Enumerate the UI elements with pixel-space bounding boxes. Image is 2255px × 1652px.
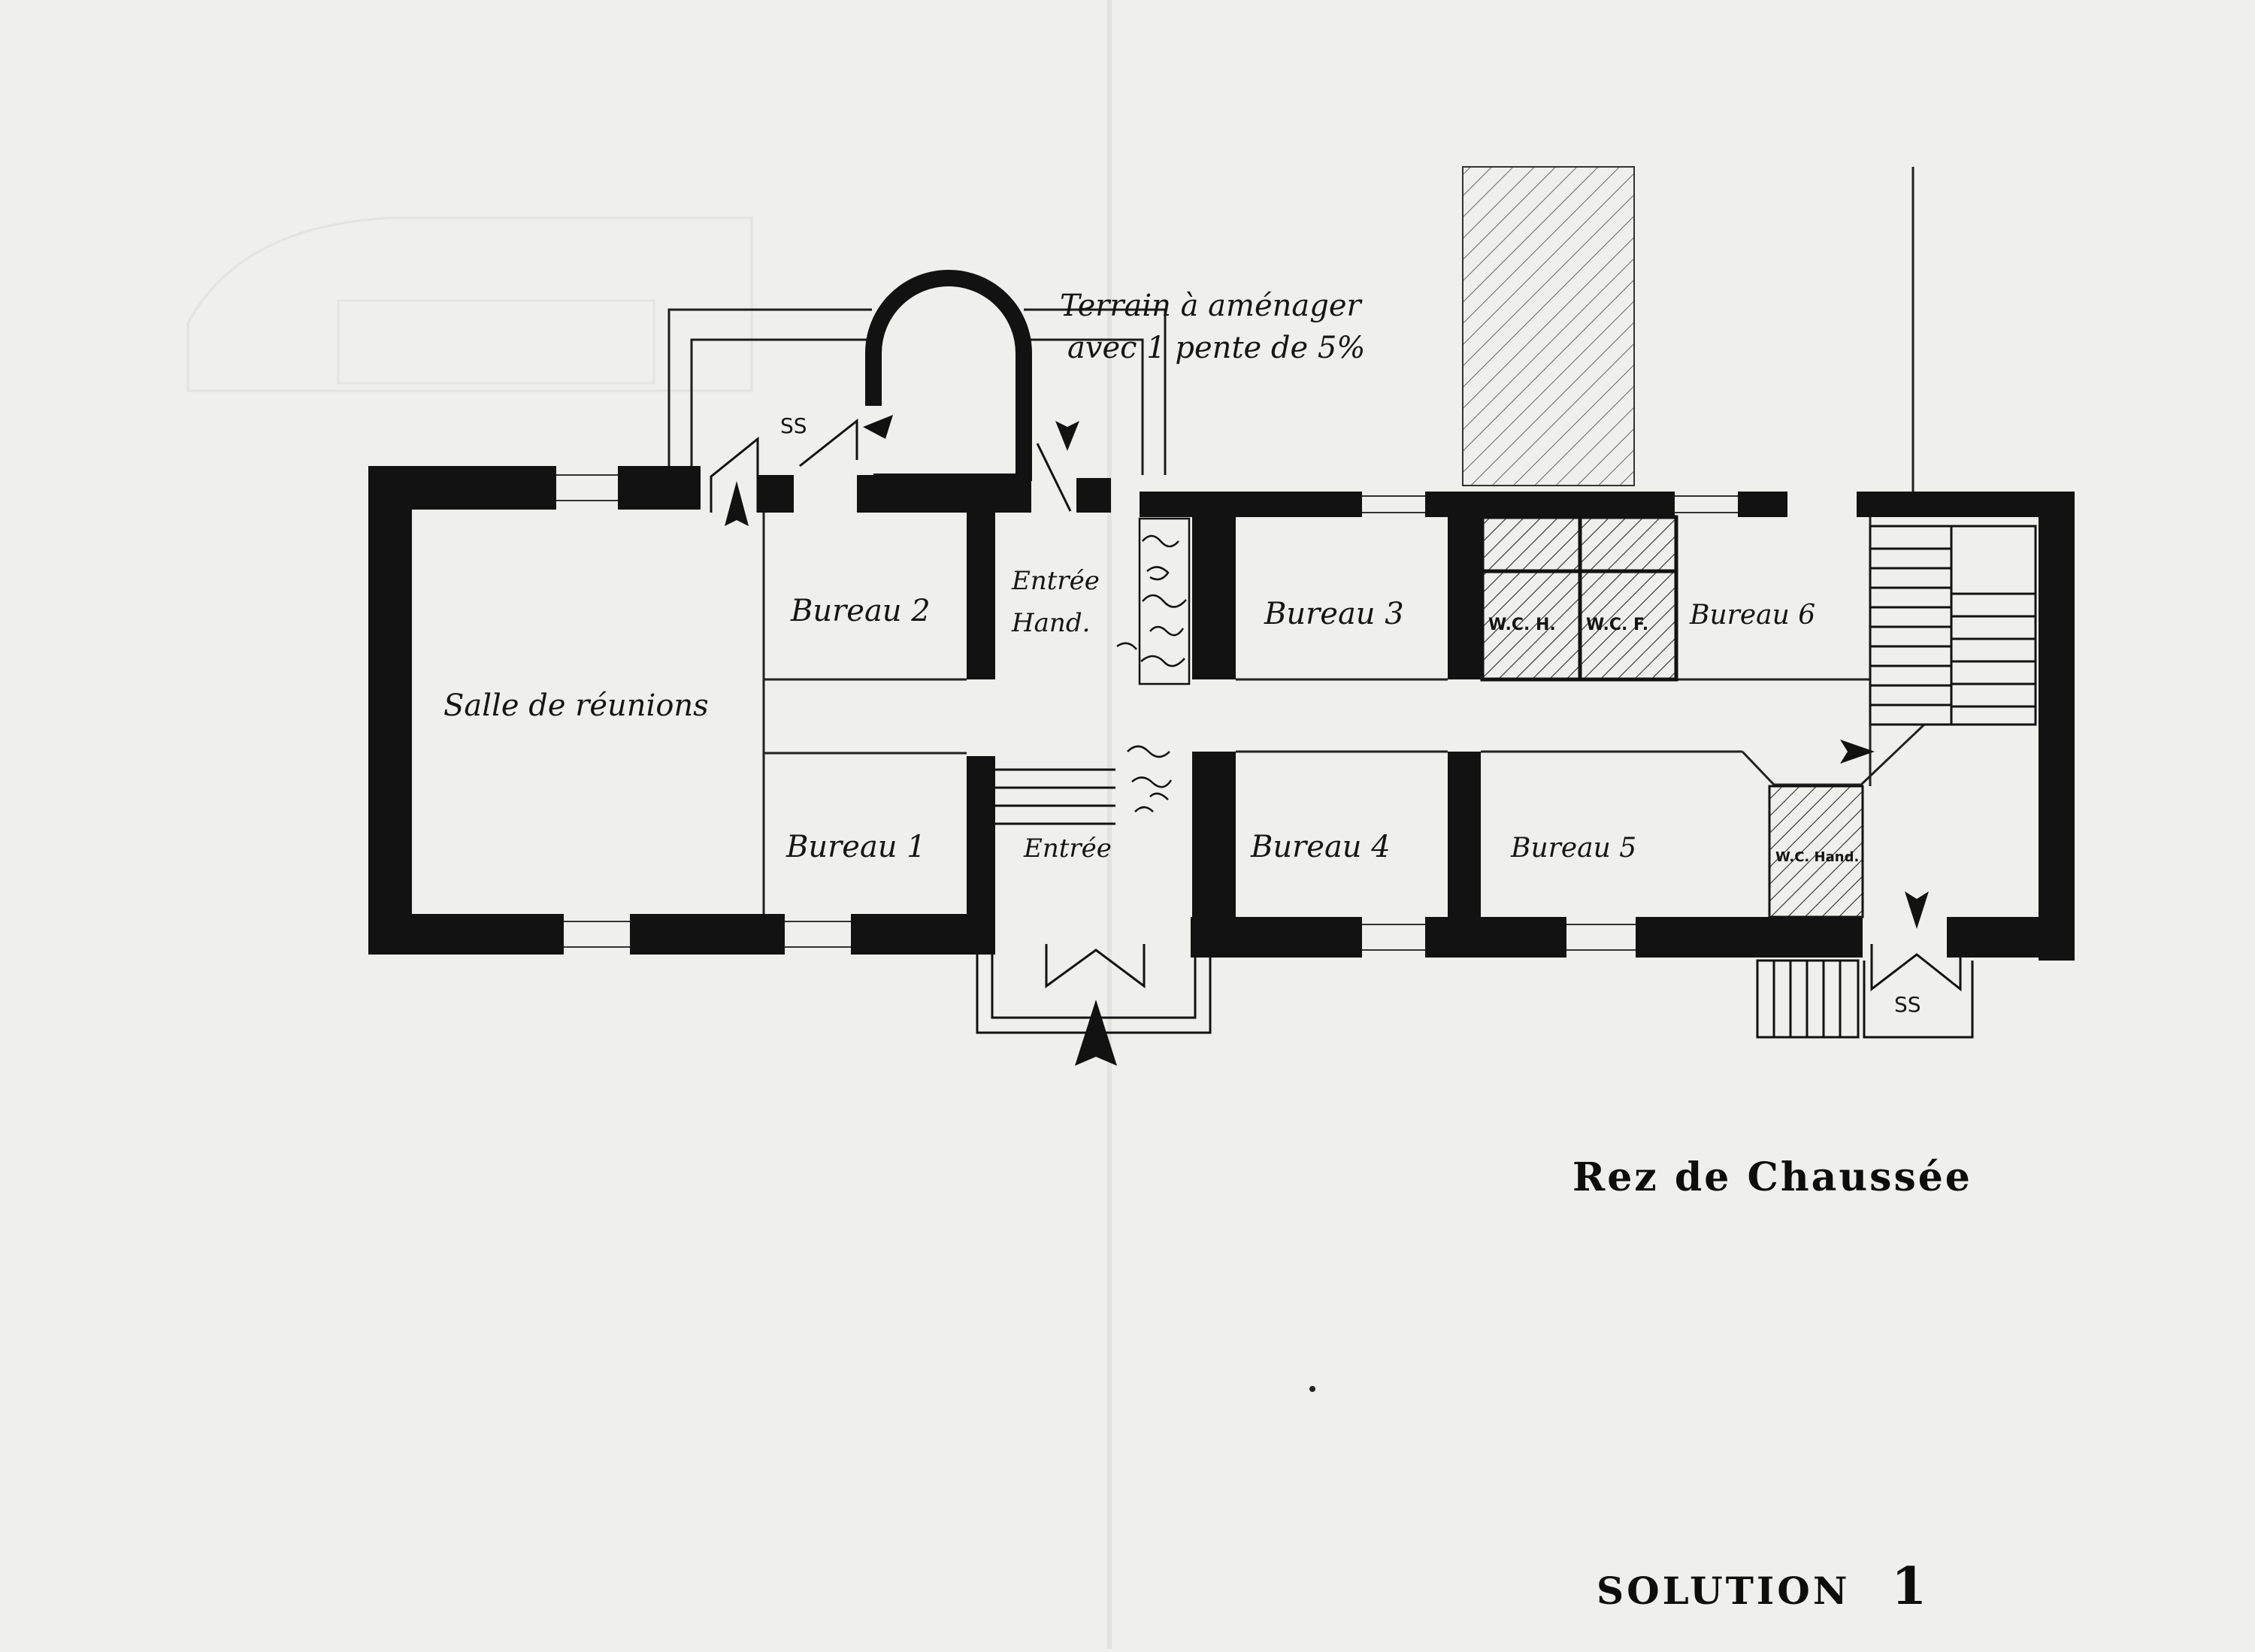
label-bureau-3: Bureau 3 [1264, 597, 1404, 631]
label-wc-hand: W.C. Hand. [1775, 849, 1859, 865]
label-wc-h: W.C. H. [1488, 616, 1556, 634]
label-bureau-4: Bureau 4 [1250, 830, 1391, 864]
marker-ss-bottom: SS [1894, 992, 1921, 1017]
arrow-right-icon [1840, 740, 1875, 764]
arrow-left-icon [863, 415, 893, 439]
wc-blocks [1480, 515, 1864, 918]
label-bureau-5: Bureau 5 [1510, 833, 1636, 864]
label-bureau-6: Bureau 6 [1689, 600, 1815, 631]
label-entree-hand-line1: Entrée [1011, 566, 1100, 596]
vestibule-arc [865, 270, 1032, 481]
ink-dot [1309, 1386, 1315, 1392]
top-doors [710, 418, 1072, 513]
label-wc-f: W.C. F. [1586, 616, 1648, 634]
solution-number: 1 [1891, 1557, 1927, 1617]
label-bureau-1: Bureau 1 [785, 830, 926, 864]
window-openings [556, 474, 1738, 951]
label-entree-hand-line2: Hand. [1011, 608, 1090, 638]
label-entree: Entrée [1023, 834, 1112, 864]
exterior-walls [368, 466, 2075, 961]
circulation-arrows [725, 415, 1929, 1066]
rear-exit-stairs [1756, 944, 1974, 1039]
interior-partitions [762, 513, 1926, 958]
label-salle-reunions: Salle de réunions [443, 688, 709, 723]
planting [1116, 517, 1191, 812]
room-labels: Salle de réunions Bureau 2 Entrée Hand. … [443, 566, 1859, 865]
arrow-down-icon [1055, 421, 1079, 451]
arrow-down-icon [1905, 891, 1929, 929]
arrow-up-icon [725, 481, 749, 526]
chimney-annex [1462, 166, 1914, 492]
arrow-up-icon [1075, 1000, 1117, 1066]
plan-title: Rez de Chaussée [1572, 1154, 1972, 1200]
terrain-outline [667, 308, 1167, 475]
label-bureau-2: Bureau 2 [790, 594, 931, 628]
solution-label: SOLUTION [1597, 1569, 1851, 1613]
annotation-terrain-line1: Terrain à aménager [1060, 289, 1364, 323]
east-staircase [1869, 525, 2037, 726]
marker-ss-top: SS [780, 413, 807, 438]
annotation-terrain-line2: avec 1 pente de 5% [1067, 331, 1365, 365]
